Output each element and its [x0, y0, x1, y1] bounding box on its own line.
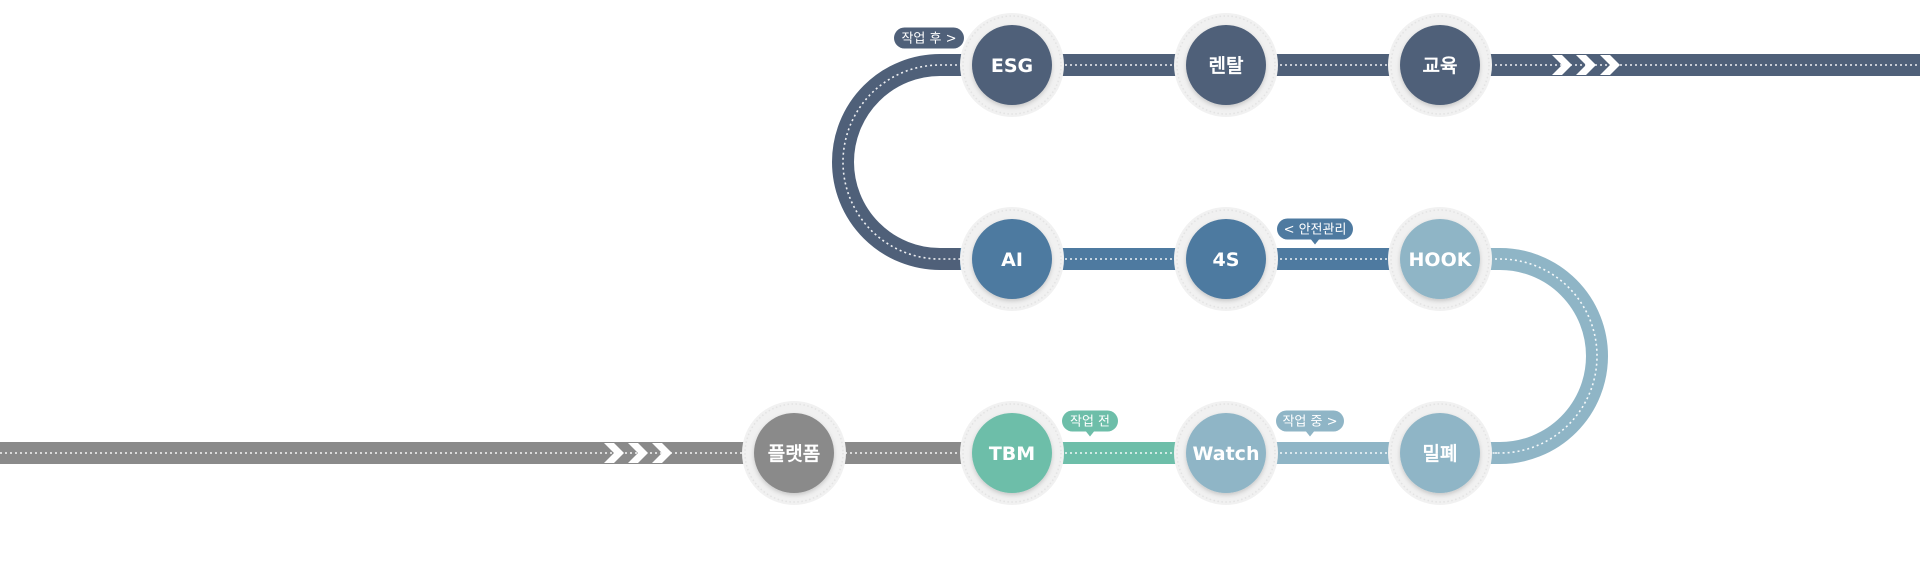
- bubble-body: [1276, 410, 1344, 432]
- node-label: HOOK: [1409, 249, 1473, 271]
- bubble-before-work: 작업 전: [1062, 410, 1118, 437]
- bubble-tail: [1306, 431, 1314, 437]
- node-halo-ring: [1176, 209, 1276, 309]
- node-tbm: TBM: [960, 401, 1064, 505]
- node-watch: Watch: [1174, 401, 1278, 505]
- bubble-body: [1062, 410, 1118, 432]
- node-disc: [1186, 413, 1266, 493]
- node-halo-ring: [1390, 209, 1490, 309]
- bubble-label: < 안전관리: [1284, 223, 1347, 238]
- node-label: AI: [1001, 249, 1023, 271]
- node-disc: [1186, 25, 1266, 105]
- node-ai: AI: [960, 207, 1064, 311]
- node-halo-ring: [1176, 15, 1276, 115]
- bubble-during-work: 작업 중 >: [1276, 410, 1344, 437]
- node-label: Watch: [1193, 443, 1260, 465]
- node-confined: 밀폐: [1388, 401, 1492, 505]
- node-halo-ring: [744, 403, 844, 503]
- bubble-label: 작업 후 >: [901, 32, 956, 47]
- node-disc: [1400, 25, 1480, 105]
- bubble-tail: [1311, 239, 1319, 245]
- node-halo-ring: [1176, 403, 1276, 503]
- chevron-right-icon: [604, 443, 672, 463]
- node-esg: ESG: [960, 13, 1064, 117]
- node-disc: [1186, 219, 1266, 299]
- node-label: 교육: [1423, 55, 1458, 77]
- track-right-curve-dots: [1440, 258, 1598, 454]
- station-nodes: ESG 렌탈 교육 AI 4S HOOK 플랫폼 TBM Watch 밀폐: [742, 13, 1492, 505]
- track-left-curve-dots: [842, 64, 1012, 260]
- node-disc: [972, 413, 1052, 493]
- node-disc: [754, 413, 834, 493]
- node-halo-ring: [1390, 15, 1490, 115]
- node-label: TBM: [989, 443, 1035, 465]
- bubble-label: 작업 중 >: [1282, 415, 1337, 430]
- node-disc: [1400, 219, 1480, 299]
- node-hook: HOOK: [1388, 207, 1492, 311]
- node-disc: [972, 25, 1052, 105]
- bubble-safety: < 안전관리: [1277, 218, 1353, 245]
- node-education: 교육: [1388, 13, 1492, 117]
- node-label: 4S: [1213, 249, 1240, 271]
- node-disc: [972, 219, 1052, 299]
- node-halo-ring: [962, 403, 1062, 503]
- node-platform: 플랫폼: [742, 401, 846, 505]
- bubble-after-work: 작업 후 >: [894, 27, 964, 49]
- node-label: 렌탈: [1209, 55, 1244, 77]
- bubble-body: [894, 27, 964, 49]
- node-label: 플랫폼: [768, 443, 820, 465]
- bubble-tail: [1086, 431, 1094, 437]
- node-halo-ring: [962, 209, 1062, 309]
- node-label: 밀폐: [1423, 443, 1458, 465]
- node-halo-ring: [1390, 403, 1490, 503]
- chevron-right-icon: [1552, 55, 1620, 75]
- node-disc: [1400, 413, 1480, 493]
- node-rental: 렌탈: [1174, 13, 1278, 117]
- node-4s: 4S: [1174, 207, 1278, 311]
- bubble-body: [1277, 218, 1353, 240]
- direction-chevrons: [604, 55, 1620, 463]
- bubble-label: 작업 전: [1070, 415, 1110, 430]
- node-halo-ring: [962, 15, 1062, 115]
- node-label: ESG: [991, 55, 1033, 77]
